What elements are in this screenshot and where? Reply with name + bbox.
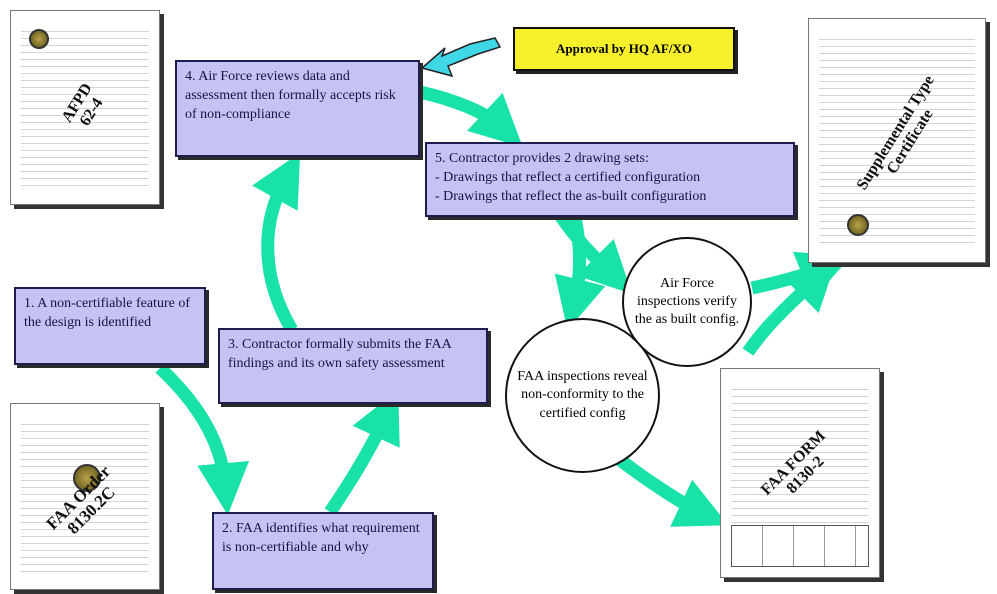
step-3-box: 3. Contractor formally submits the FAA f…	[218, 328, 488, 404]
afpd-document: AFPD 62-4	[10, 10, 160, 205]
arrow-step1-to-step2	[155, 363, 250, 516]
step-5-line-1: - Drawings that reflect a certified conf…	[435, 169, 701, 185]
seal-icon	[847, 214, 869, 236]
approval-callout: Approval by HQ AF/XO	[513, 27, 735, 71]
arrow-step5-to-faa-inspection	[554, 216, 606, 331]
af-inspection-circle: Air Force inspections verify the as buil…	[622, 237, 752, 367]
stc-document: Supplemental Type Certificate	[808, 18, 986, 263]
step-5-box: 5. Contractor provides 2 drawing sets: -…	[425, 142, 795, 217]
seal-icon	[73, 464, 101, 492]
arrow-step4-to-step5	[418, 85, 523, 148]
step-5-line-2: - Drawings that reflect the as-built con…	[435, 188, 707, 204]
step-5-title: 5. Contractor provides 2 drawing sets:	[435, 151, 649, 166]
step-2-box: 2. FAA identifies what requirement is no…	[212, 512, 434, 590]
arrow-step3-to-step4	[252, 152, 301, 334]
faa-form-document: FAA FORM 8130-2	[720, 368, 880, 578]
step-4-box: 4. Air Force reviews data and assessment…	[175, 60, 420, 157]
step-1-box: 1. A non-certifiable feature of the desi…	[14, 287, 206, 365]
faa-order-document: FAA Order 8130.2C	[10, 403, 160, 590]
arrow-step5-to-af-inspection	[554, 211, 633, 295]
pointer-arrow	[420, 37, 502, 78]
arrow-step2-to-step3	[324, 389, 400, 516]
seal-icon	[29, 29, 49, 49]
faa-inspection-circle: FAA inspections reveal non-conformity to…	[505, 318, 660, 473]
arrow-af-inspection-to-stc-b	[742, 257, 838, 356]
